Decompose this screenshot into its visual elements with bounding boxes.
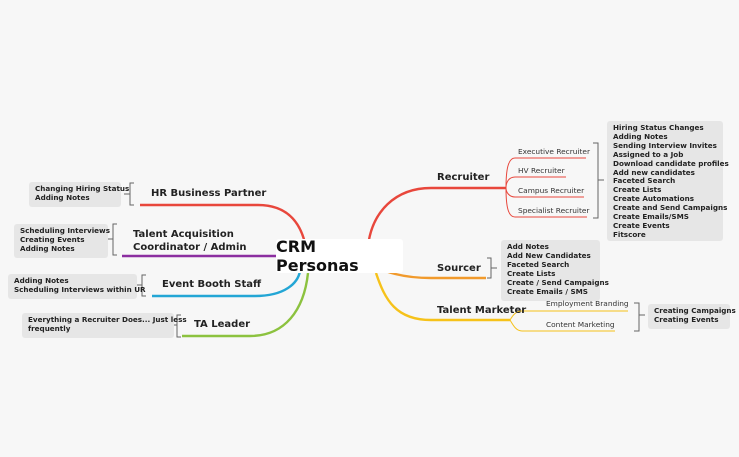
detail-item: Everything a Recruiter Does... Just less — [28, 315, 187, 324]
detail-item: Create Lists — [613, 185, 662, 195]
detail-item: Create / Send Campaigns — [507, 277, 609, 287]
detail-item: Assigned to a Job — [613, 149, 684, 159]
bracket-ta-coordinator — [107, 223, 117, 256]
detail-item: Faceted Search — [613, 176, 676, 186]
connector-specialist-recruiter — [505, 187, 587, 218]
detail-item: Sending Interview Invites — [613, 140, 717, 150]
detail-item: Add Notes — [507, 242, 549, 251]
branch-hr-business-partner[interactable]: HR Business Partner — [151, 188, 267, 199]
sub-hv-recruiter[interactable]: HV Recruiter — [518, 166, 565, 175]
branch-label-line: Talent Acquisition — [133, 229, 234, 240]
detail-item: Adding Notes — [613, 131, 668, 141]
detail-box-talent-marketer[interactable]: Creating Campaigns Creating Events — [648, 304, 736, 329]
bracket-recruiter — [593, 142, 604, 219]
detail-item: Create and Send Campaigns — [613, 203, 728, 213]
branch-event-booth-staff[interactable]: Event Booth Staff — [162, 279, 262, 290]
sub-executive-recruiter[interactable]: Executive Recruiter — [518, 147, 591, 156]
central-title: CRM Personas — [276, 237, 359, 275]
detail-item: Scheduling Interviews within UR — [14, 284, 146, 294]
detail-item: Creating Campaigns — [654, 306, 736, 315]
detail-box-ta-leader[interactable]: Everything a Recruiter Does... Just less… — [22, 313, 187, 338]
connector-content-marketing — [509, 319, 615, 332]
detail-item: Fitscore — [613, 229, 646, 239]
connector-ta-leader — [182, 272, 310, 338]
connector-employment-branding — [509, 310, 628, 321]
sub-specialist-recruiter[interactable]: Specialist Recruiter — [518, 206, 590, 215]
branch-label-line: Coordinator / Admin — [133, 242, 247, 253]
detail-box-sourcer[interactable]: Add Notes Add New Candidates Faceted Sea… — [501, 240, 609, 301]
connector-recruiter — [366, 186, 506, 247]
detail-item: Add new candidates — [613, 167, 695, 177]
detail-item: Changing Hiring Status — [35, 184, 130, 193]
sub-content-marketing[interactable]: Content Marketing — [546, 320, 615, 329]
sub-employment-branding[interactable]: Employment Branding — [546, 299, 629, 308]
branch-sourcer[interactable]: Sourcer — [437, 263, 481, 274]
bracket-talent-marketer — [634, 302, 645, 332]
detail-item: Adding Notes — [20, 243, 75, 253]
detail-item: Add New Candidates — [507, 250, 591, 260]
connector-hv-recruiter — [505, 176, 566, 189]
detail-item: Download candidate profiles — [613, 158, 729, 168]
detail-box-recruiter[interactable]: Hiring Status Changes Adding Notes Sendi… — [607, 121, 729, 241]
detail-box-hr-business-partner[interactable]: Changing Hiring Status Adding Notes — [29, 182, 130, 207]
bracket-event-booth-staff — [136, 274, 146, 297]
branch-talent-marketer[interactable]: Talent Marketer — [437, 305, 527, 316]
branch-recruiter[interactable]: Recruiter — [437, 172, 490, 183]
detail-item: Create Events — [613, 220, 670, 230]
bracket-hr-business-partner — [124, 182, 134, 206]
detail-box-event-booth-staff[interactable]: Adding Notes Scheduling Interviews withi… — [8, 274, 146, 299]
detail-item: Create Automations — [613, 194, 694, 204]
connector-talent-marketer — [374, 272, 510, 322]
connector-event-booth-staff — [152, 270, 302, 298]
branch-ta-leader[interactable]: TA Leader — [194, 319, 251, 330]
detail-item: Create Emails / SMS — [507, 286, 588, 296]
detail-item: frequently — [28, 323, 71, 333]
central-topic[interactable]: CRM Personas — [276, 237, 403, 275]
detail-item: Adding Notes — [14, 276, 69, 285]
detail-item: Create Lists — [507, 268, 556, 278]
detail-item: Hiring Status Changes — [613, 123, 704, 132]
branch-ta-coordinator[interactable]: Talent Acquisition Coordinator / Admin — [133, 228, 247, 254]
sub-campus-recruiter[interactable]: Campus Recruiter — [518, 186, 585, 195]
bracket-sourcer — [487, 257, 497, 279]
detail-item: Creating Events — [20, 234, 85, 244]
detail-box-ta-coordinator[interactable]: Scheduling Interviews Creating Events Ad… — [14, 224, 110, 258]
connector-executive-recruiter — [505, 157, 586, 189]
detail-item: Scheduling Interviews — [20, 226, 110, 235]
detail-item: Creating Events — [654, 314, 719, 324]
detail-item: Adding Notes — [35, 192, 90, 202]
detail-item: Create Emails/SMS — [613, 212, 689, 222]
detail-item: Faceted Search — [507, 259, 570, 269]
